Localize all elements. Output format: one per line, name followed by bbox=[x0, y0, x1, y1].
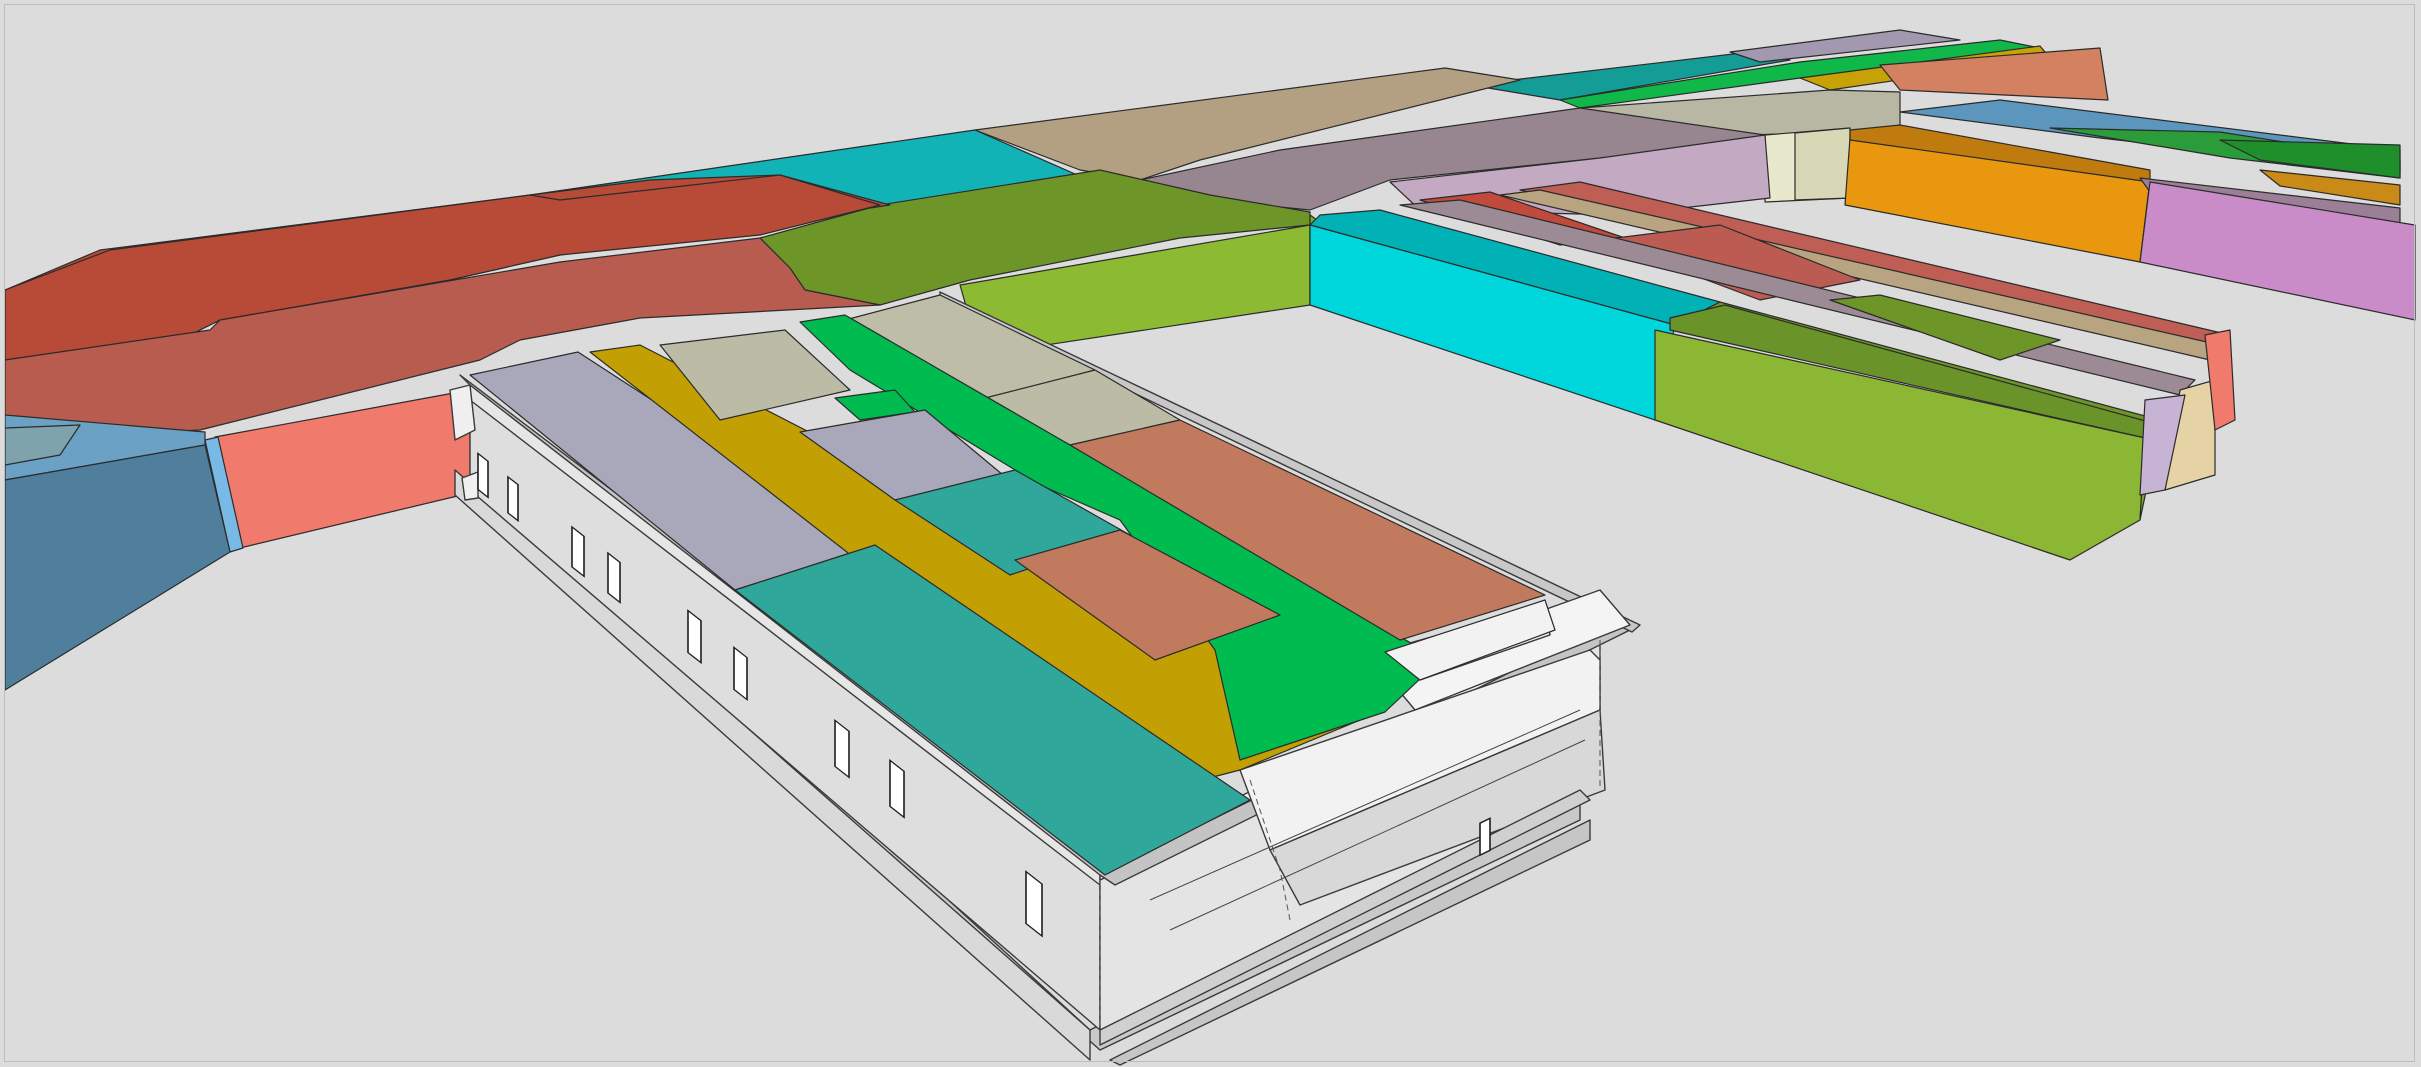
zone-back-wing-mauve-roof[interactable] bbox=[1729, 29, 1961, 63]
front-wing-left-cap-2 bbox=[461, 471, 479, 501]
window[interactable] bbox=[889, 758, 905, 819]
zone-gray-teal-patch[interactable] bbox=[4, 424, 81, 466]
zone-tan-roof[interactable] bbox=[974, 67, 1521, 181]
window[interactable] bbox=[477, 452, 489, 499]
front-wing-hidden-edge-3 bbox=[1249, 779, 1291, 921]
front-wing-roof-zones bbox=[469, 294, 1556, 876]
window[interactable] bbox=[1025, 870, 1043, 938]
window[interactable] bbox=[507, 475, 519, 523]
zone-olive-patch-right[interactable] bbox=[1829, 294, 2061, 361]
zone-steel-blue-front[interactable] bbox=[4, 444, 231, 691]
zone-sea-green-roof[interactable] bbox=[734, 544, 1251, 876]
zone-terracotta-patch[interactable] bbox=[1014, 529, 1281, 661]
front-wing-windows bbox=[477, 452, 1491, 938]
window[interactable] bbox=[834, 718, 850, 779]
zone-sage-roof-large[interactable] bbox=[659, 329, 851, 421]
window[interactable] bbox=[733, 646, 748, 702]
front-wing-ramp-line bbox=[1149, 709, 1581, 901]
front-wing-lower-band bbox=[1099, 789, 1591, 1046]
zone-back-wing-dark-green-roof[interactable] bbox=[2219, 139, 2401, 179]
back-wing bbox=[1469, 29, 2416, 321]
zone-salmon-end-right[interactable] bbox=[2204, 329, 2236, 431]
zone-back-wing-terracotta-roof[interactable] bbox=[1879, 47, 2109, 101]
right-wing bbox=[1309, 181, 2236, 561]
front-wing-ramp-line-2 bbox=[1169, 739, 1586, 931]
front-wing-left-cap bbox=[449, 384, 476, 441]
front-wing-lower-band-2 bbox=[1109, 819, 1591, 1066]
window[interactable] bbox=[687, 609, 702, 665]
zone-lilac-block-right[interactable] bbox=[2139, 394, 2186, 496]
front-wing-shell bbox=[449, 291, 1641, 1066]
zone-salmon-red-roof[interactable] bbox=[4, 237, 881, 441]
window[interactable] bbox=[1479, 817, 1491, 857]
zone-back-wing-orchid-block[interactable] bbox=[2139, 181, 2416, 321]
zone-back-wing-teal-roof[interactable] bbox=[1469, 51, 1791, 101]
zone-back-wing-orange-top[interactable] bbox=[1849, 124, 2151, 183]
zone-green-roof[interactable] bbox=[799, 314, 1441, 761]
window[interactable] bbox=[571, 525, 585, 578]
main-top-slab bbox=[4, 67, 1771, 691]
zone-terracotta-roof[interactable] bbox=[1069, 419, 1546, 641]
zone-back-wing-amber-roof[interactable] bbox=[2259, 169, 2401, 206]
zone-stair-opening[interactable] bbox=[1384, 599, 1556, 681]
window[interactable] bbox=[607, 551, 621, 604]
front-wing-lower-slab bbox=[454, 469, 1091, 1061]
zone-lime-long-front[interactable] bbox=[1654, 329, 2146, 561]
zone-back-wing-cream-side[interactable] bbox=[1794, 127, 1851, 201]
